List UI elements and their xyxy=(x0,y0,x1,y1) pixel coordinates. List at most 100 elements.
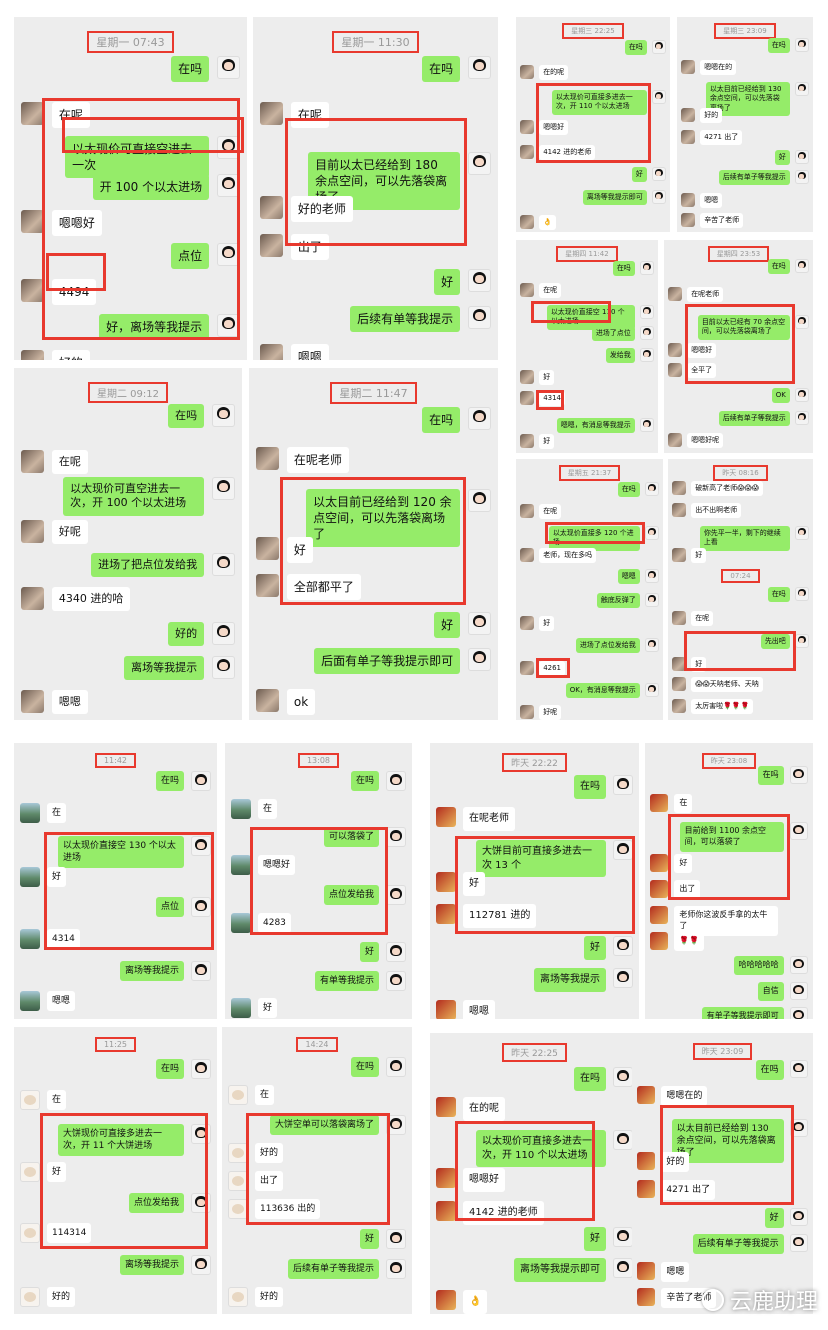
message-bubble[interactable]: 嗯嗯 xyxy=(617,569,640,585)
message-bubble[interactable]: 在呢 xyxy=(51,101,90,128)
avatar[interactable] xyxy=(672,548,687,562)
avatar[interactable] xyxy=(644,593,659,607)
avatar[interactable] xyxy=(613,840,633,860)
message-bubble[interactable]: 在吗 xyxy=(422,406,461,433)
avatar[interactable] xyxy=(191,1255,211,1275)
message-bubble[interactable]: 开 100 个以太进场 xyxy=(92,173,210,200)
avatar[interactable] xyxy=(191,897,211,917)
message-bubble[interactable]: 嗯嗯 xyxy=(700,193,723,209)
message-bubble[interactable]: 好 xyxy=(463,872,485,896)
message-bubble[interactable]: 好 xyxy=(359,942,379,963)
message-bubble[interactable]: 在吗 xyxy=(574,1067,606,1091)
avatar[interactable] xyxy=(20,991,40,1011)
message-bubble[interactable]: 嗯嗯 xyxy=(661,1262,690,1283)
avatar[interactable] xyxy=(672,503,687,517)
message-bubble[interactable]: 在呢 xyxy=(539,283,562,299)
message-bubble[interactable]: 好 xyxy=(764,1208,784,1229)
avatar[interactable] xyxy=(468,151,492,175)
avatar[interactable] xyxy=(436,807,456,827)
avatar[interactable] xyxy=(794,411,809,425)
message-bubble[interactable]: 破新高了老师😱😱😱 xyxy=(691,481,764,497)
avatar[interactable] xyxy=(520,616,535,630)
message-bubble[interactable]: 好 xyxy=(691,548,707,564)
avatar[interactable] xyxy=(212,621,236,645)
message-bubble[interactable]: 在吗 xyxy=(612,261,635,277)
message-bubble[interactable]: 在呢老师 xyxy=(286,446,349,473)
message-bubble[interactable]: 离场等我提示 xyxy=(124,655,205,681)
message-bubble[interactable]: 嗯嗯 xyxy=(51,689,88,715)
avatar[interactable] xyxy=(794,315,809,329)
message-bubble[interactable]: 嗯嗯 xyxy=(463,1000,495,1019)
message-bubble[interactable]: 好的 xyxy=(51,349,90,360)
avatar[interactable] xyxy=(20,1090,40,1110)
message-bubble[interactable]: 好的 xyxy=(168,621,205,647)
message-bubble[interactable]: 4340 进的哈 xyxy=(51,586,131,612)
message-bubble[interactable]: 在吗 xyxy=(155,771,184,792)
message-bubble[interactable]: 在吗 xyxy=(574,775,606,799)
message-bubble[interactable]: 在呢 xyxy=(539,504,562,520)
avatar[interactable] xyxy=(637,1262,656,1280)
avatar[interactable] xyxy=(520,145,535,159)
avatar[interactable] xyxy=(637,1288,656,1306)
message-bubble[interactable]: 在呢 xyxy=(51,449,88,475)
avatar[interactable] xyxy=(789,1208,808,1226)
avatar[interactable] xyxy=(613,775,633,795)
avatar[interactable] xyxy=(639,326,654,340)
avatar[interactable] xyxy=(386,1229,406,1249)
message-bubble[interactable]: 在呢 xyxy=(691,611,714,627)
message-bubble[interactable]: 好 xyxy=(584,936,606,960)
message-bubble[interactable]: 好 xyxy=(691,657,707,673)
message-bubble[interactable]: 后面有单子等我提示即可 xyxy=(314,647,461,674)
message-bubble[interactable]: 后续有单子等我提示 xyxy=(287,1259,379,1280)
message-bubble[interactable]: 好的 xyxy=(255,1287,284,1308)
avatar[interactable] xyxy=(520,391,535,405)
avatar[interactable] xyxy=(468,488,492,512)
avatar[interactable] xyxy=(468,305,492,329)
message-bubble[interactable]: 好 xyxy=(47,867,67,888)
avatar[interactable] xyxy=(255,688,279,712)
message-bubble[interactable]: 在吗 xyxy=(767,38,790,54)
message-bubble[interactable]: 在 xyxy=(674,794,693,813)
message-bubble[interactable]: 后续有单子等我提示 xyxy=(718,411,790,427)
avatar[interactable] xyxy=(386,1057,406,1077)
message-bubble[interactable]: 在吗 xyxy=(617,482,640,498)
message-bubble[interactable]: 以太现价可直接多进去一次，开 110 个以太进场 xyxy=(551,90,647,115)
avatar[interactable] xyxy=(613,1227,633,1247)
message-bubble[interactable]: 好 xyxy=(631,167,647,183)
avatar[interactable] xyxy=(668,287,683,301)
avatar[interactable] xyxy=(668,343,683,357)
message-bubble[interactable]: 嗯嗯好 xyxy=(687,343,717,359)
avatar[interactable] xyxy=(613,936,633,956)
avatar[interactable] xyxy=(651,167,666,181)
avatar[interactable] xyxy=(20,1223,40,1243)
message-bubble[interactable]: 后续有单等我提示 xyxy=(350,305,461,332)
message-bubble[interactable]: 好的 xyxy=(47,1287,76,1308)
message-bubble[interactable]: 113636 出的 xyxy=(255,1199,321,1220)
avatar[interactable] xyxy=(231,913,251,933)
avatar[interactable] xyxy=(20,803,40,823)
message-bubble[interactable]: 4314 xyxy=(47,929,80,950)
avatar[interactable] xyxy=(644,482,659,496)
avatar[interactable] xyxy=(228,1143,248,1163)
message-bubble[interactable]: 进场了点位发给我 xyxy=(575,638,640,654)
message-bubble[interactable]: 好 xyxy=(539,370,555,386)
avatar[interactable] xyxy=(255,446,279,470)
avatar[interactable] xyxy=(637,1152,656,1170)
message-bubble[interactable]: 🌹🌹 xyxy=(674,932,705,951)
avatar[interactable] xyxy=(191,836,211,856)
avatar[interactable] xyxy=(651,190,666,204)
avatar[interactable] xyxy=(789,1119,808,1137)
avatar[interactable] xyxy=(794,526,809,540)
avatar[interactable] xyxy=(794,38,809,52)
avatar[interactable] xyxy=(681,108,696,122)
message-bubble[interactable]: 后续有单子等我提示 xyxy=(718,170,790,186)
avatar[interactable] xyxy=(386,1259,406,1279)
avatar[interactable] xyxy=(217,313,241,337)
avatar[interactable] xyxy=(212,552,236,576)
message-bubble[interactable]: 在吗 xyxy=(757,766,784,785)
avatar[interactable] xyxy=(613,1130,633,1150)
avatar[interactable] xyxy=(672,611,687,625)
message-bubble[interactable]: 自信 xyxy=(757,982,784,1001)
avatar[interactable] xyxy=(520,548,535,562)
message-bubble[interactable]: 在 xyxy=(47,803,67,824)
